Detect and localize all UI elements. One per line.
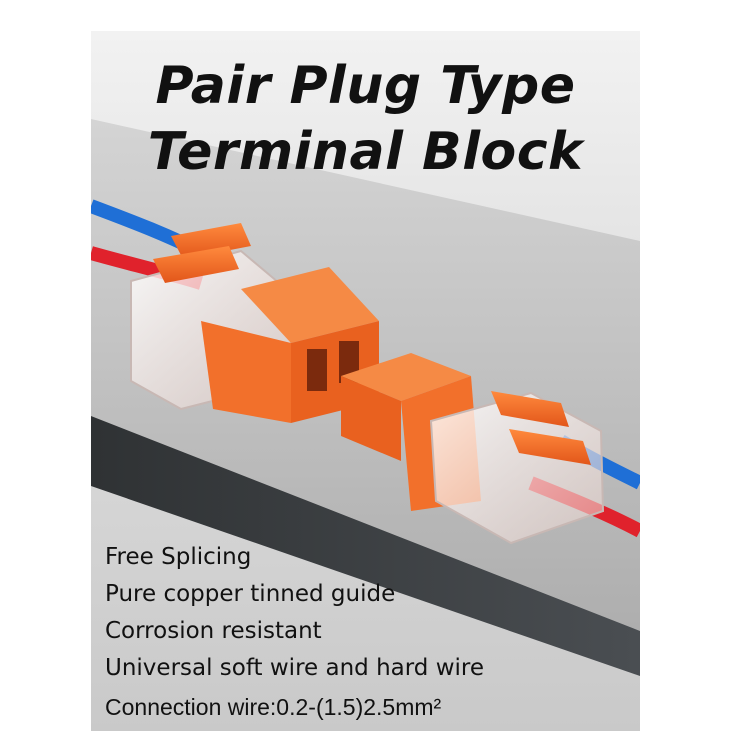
left-lever-2 xyxy=(153,246,239,283)
feature-item: Pure copper tinned guide xyxy=(105,581,396,607)
left-plug-side xyxy=(201,321,291,423)
feature-item: Universal soft wire and hard wire xyxy=(105,655,485,681)
right-lever-2 xyxy=(509,429,591,465)
headline-line-1: Pair Plug Type xyxy=(155,56,576,116)
product-panel: Pair Plug Type Terminal Block Free Splic… xyxy=(91,31,640,731)
left-plug-top xyxy=(241,267,379,343)
feature-item: Connection wire:0.2-(1.5)2.5mm² xyxy=(105,694,442,720)
right-lever-1 xyxy=(491,391,569,427)
dark-stripe xyxy=(91,416,640,676)
left-lever-1 xyxy=(171,223,251,259)
right-plug-top xyxy=(341,353,471,401)
headline: Pair Plug Type Terminal Block xyxy=(91,53,640,185)
feature-item: Corrosion resistant xyxy=(105,618,322,644)
connector-photo xyxy=(91,119,640,676)
headline-line-2: Terminal Block xyxy=(147,122,584,182)
left-plug-slot-1 xyxy=(307,349,327,391)
feature-list: Free Splicing Pure copper tinned guide C… xyxy=(105,539,625,726)
right-plug-front xyxy=(341,376,401,461)
feature-item: Free Splicing xyxy=(105,544,252,570)
right-connector-housing xyxy=(429,391,605,545)
